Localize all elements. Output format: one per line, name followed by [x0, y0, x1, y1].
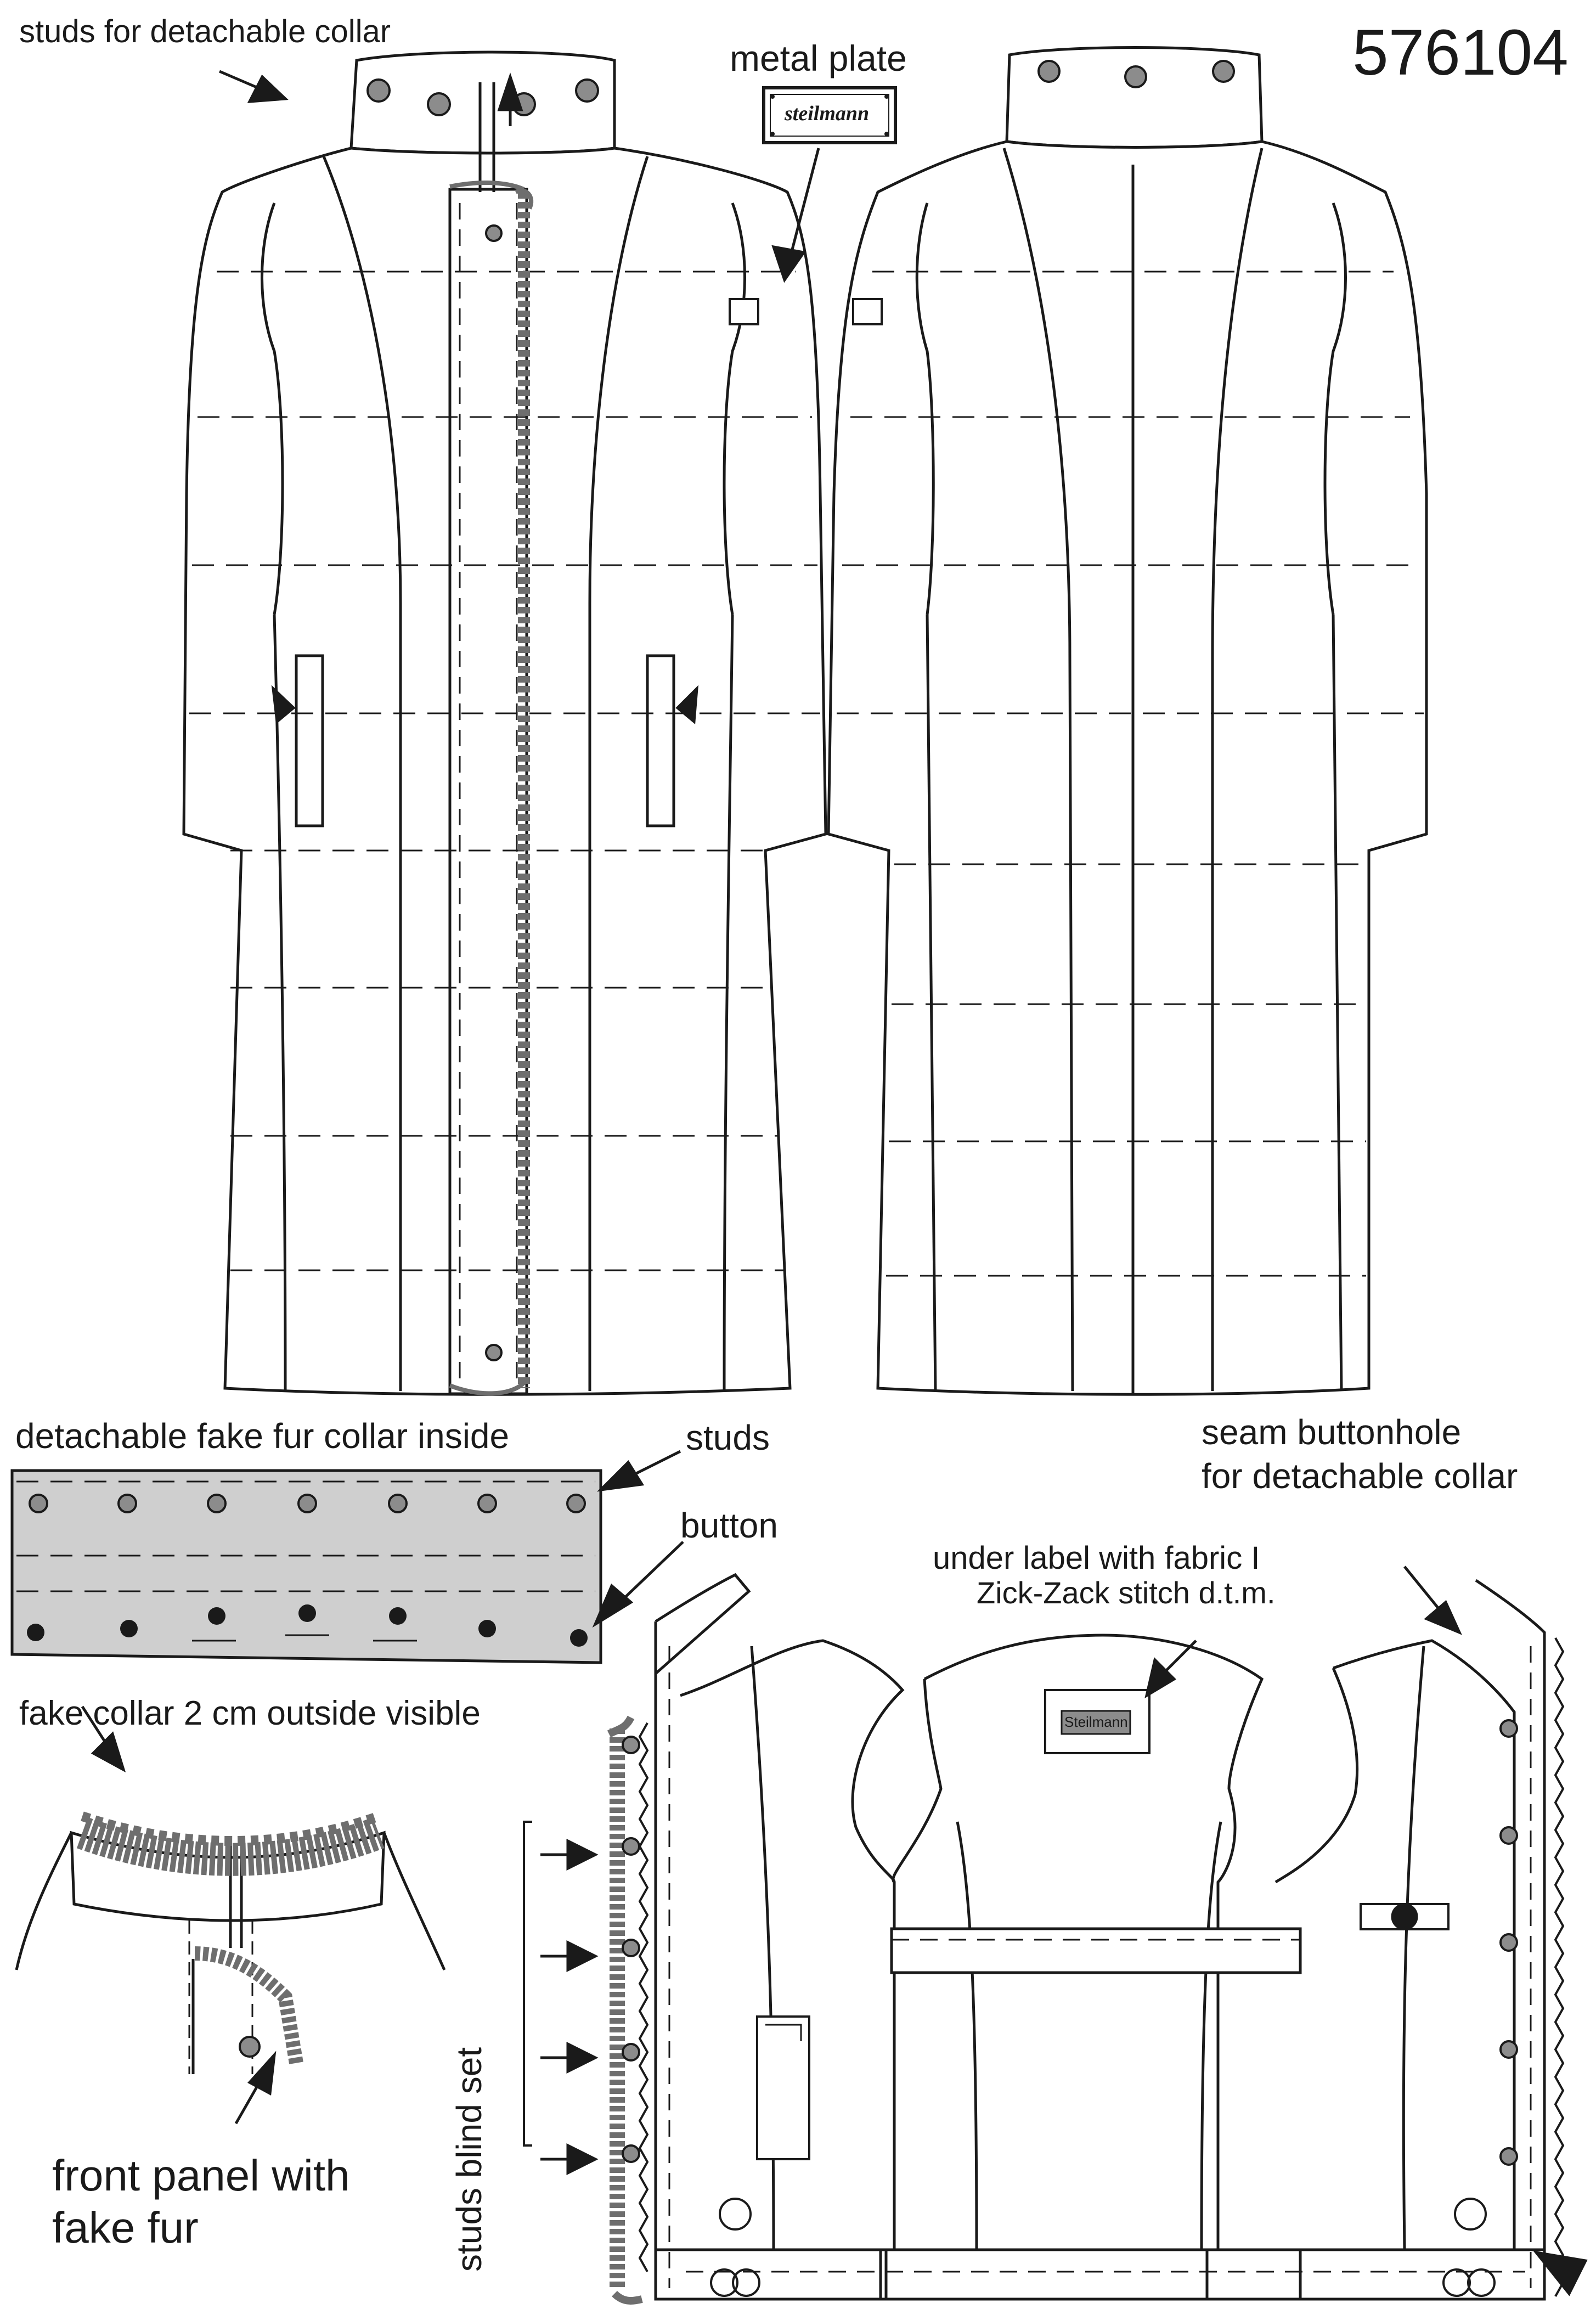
front-left-pocket: [295, 654, 324, 827]
back-collar-studs: [1037, 60, 1235, 88]
inside-left-studs: [622, 1736, 640, 2163]
back-left-armhole: [915, 202, 935, 615]
arrow-left-pocket: [271, 685, 296, 724]
label-button: button: [680, 1506, 778, 1545]
label-studs-detachable-collar: studs for detachable collar: [19, 14, 391, 49]
style-number: 576104: [1352, 16, 1569, 89]
label-seam-buttonhole-1: seam buttonhole: [1202, 1412, 1462, 1452]
front-right-armhole: [723, 202, 746, 615]
label-metal-plate: metal plate: [730, 38, 907, 78]
arrow-studs-collar: [219, 70, 289, 103]
inside-left-lining: [680, 1639, 905, 2250]
inside-right-studs: [1499, 1719, 1518, 2166]
label-under-label-1: under label with fabric I: [933, 1540, 1260, 1576]
back-body-outline: [827, 140, 1428, 1396]
front-placket-studs: [485, 224, 503, 1361]
front-placket-fur: [449, 181, 534, 1396]
arrow-right-pocket: [675, 685, 699, 724]
inside-right-lining: [1333, 1639, 1516, 2250]
front-right-princess-seam: [588, 156, 649, 1391]
front-sleeve-plate: [729, 298, 759, 325]
front-right-pocket: [646, 654, 675, 827]
arrow-button-piece: [592, 1541, 684, 1628]
arrow-under-label: [1144, 1640, 1197, 1699]
fake-collar-fur: [76, 1811, 385, 2065]
inside-back-lining: [923, 1634, 1264, 2250]
arrow-studs-piece: [597, 1450, 681, 1492]
front-placket: [448, 188, 528, 1395]
inside-label: [1061, 1710, 1131, 1735]
front-collar-zip: [478, 82, 495, 192]
studs-blind-set-bracket: [523, 1821, 532, 2147]
arrow-hem-right: [1532, 2250, 1588, 2296]
label-under-label-2: Zick-Zack stitch d.t.m.: [977, 1575, 1276, 1610]
inside-waist-tab: [890, 1927, 1302, 1974]
inside-zigzag-stitches: [638, 1637, 1565, 2297]
back-right-side-seam: [1332, 614, 1343, 1392]
arrow-collar-zip: [497, 72, 523, 126]
arrows-blind-set: [540, 1838, 599, 2176]
arrow-seam-buttonhole: [1403, 1565, 1462, 1635]
metal-plate-detail: [762, 86, 897, 144]
label-studs-blind-set: studs blind set: [449, 2047, 489, 2272]
front-view: [182, 50, 827, 1396]
label-front-panel-1: front panel with: [52, 2151, 350, 2200]
front-collar: [349, 50, 616, 155]
metal-plate-brand-text: steilmann: [785, 102, 870, 125]
annotation-arrows: [81, 70, 1588, 2296]
back-view: [827, 46, 1428, 1396]
front-left-armhole: [261, 202, 284, 615]
back-left-side-seam: [926, 614, 937, 1392]
arrow-front-panel: [234, 2051, 277, 2125]
label-detachable-fur-collar: detachable fake fur collar inside: [15, 1416, 510, 1456]
arrow-fake-collar: [81, 1705, 126, 1773]
front-left-princess-seam: [322, 156, 402, 1391]
back-sleeve-plate: [852, 298, 883, 325]
label-studs: studs: [686, 1418, 770, 1457]
back-right-princess-seam: [1211, 148, 1264, 1391]
inside-view: [654, 1573, 1546, 2301]
label-front-panel-2: fake fur: [52, 2203, 199, 2252]
front-right-side-seam: [723, 614, 734, 1392]
inside-label-text: Steilmann: [1064, 1714, 1128, 1730]
inside-right-front: [1205, 1579, 1546, 2301]
detachable-collar-piece: [10, 1469, 602, 1664]
back-right-armhole: [1323, 202, 1347, 615]
label-fake-collar-visible: fake collar 2 cm outside visible: [19, 1694, 481, 1732]
label-seam-buttonhole-2: for detachable collar: [1202, 1456, 1518, 1496]
back-left-princess-seam: [1002, 148, 1074, 1392]
arrow-metal-plate: [771, 148, 820, 283]
inside-front-fur: [607, 1715, 643, 2305]
